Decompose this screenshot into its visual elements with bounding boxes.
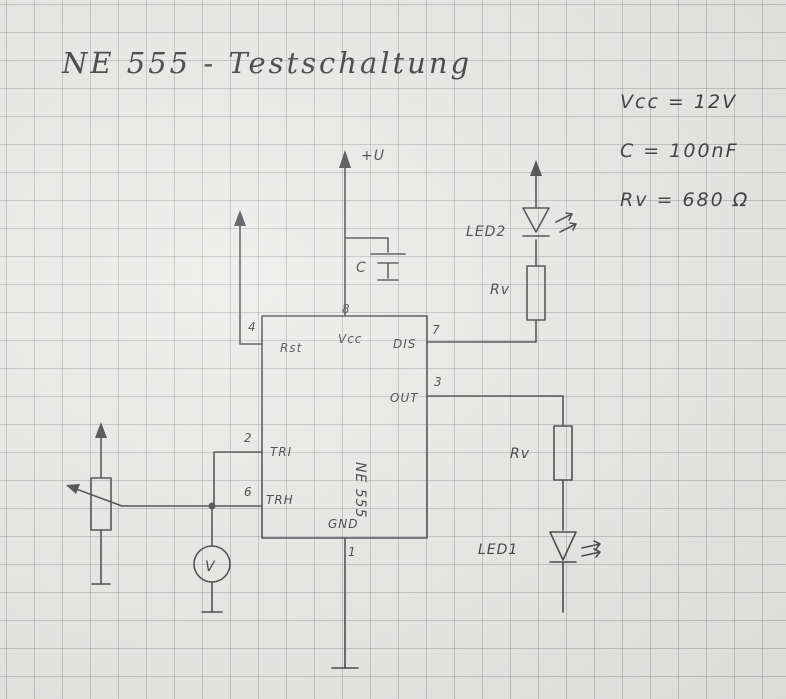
pin-label-discharge: DIS [393, 337, 416, 351]
pin-number-3: 3 [434, 375, 442, 389]
pin-number-8: 8 [342, 302, 350, 316]
led1-label: LED1 [478, 542, 518, 558]
pin-label-threshold: TRH [266, 493, 294, 507]
spec-capacitance: C = 100nF [620, 140, 739, 162]
resistor-rv-top-label: Rv [490, 282, 510, 298]
led2-label: LED2 [466, 224, 506, 240]
led2-triangle [522, 207, 550, 233]
spec-rv: Rv = 680 Ω [620, 189, 749, 211]
supply-label: +U [361, 148, 385, 164]
pin-number-2: 2 [244, 431, 252, 445]
reset-wire [239, 215, 263, 345]
pin-label-trigger: TRI [270, 445, 292, 459]
led2-light-arrows [555, 212, 577, 233]
capacitor-label: C [356, 260, 367, 276]
pin-number-6: 6 [244, 485, 252, 499]
output-wire [426, 395, 564, 427]
resistor-rv-bottom [553, 425, 573, 481]
resistor-rv-bottom-label: Rv [510, 446, 530, 462]
discharge-wire [426, 319, 537, 343]
pin-label-ground: GND [328, 517, 359, 531]
led1-triangle [549, 531, 577, 561]
potentiometer-supply-arrow [95, 422, 107, 438]
pin-number-4: 4 [248, 320, 256, 334]
ic-name: NE 555 [352, 462, 368, 519]
vcc-supply-arrow [339, 150, 351, 168]
pin-label-vcc: Vcc [338, 332, 362, 346]
pin-label-output: OUT [390, 391, 419, 405]
trigger-wire [213, 451, 263, 507]
potentiometer-wiper-arrow [66, 484, 80, 494]
capacitor-top-wire [344, 237, 389, 253]
resistor-rv-top [526, 265, 546, 321]
voltmeter-label: V [205, 559, 216, 575]
page-title: NE 555 - Testschaltung [61, 46, 472, 80]
pin-label-reset: Rst [280, 341, 303, 355]
pin-number-1: 1 [348, 545, 356, 559]
led2-supply-arrow [530, 160, 542, 176]
spec-vcc: Vcc = 12V [620, 91, 737, 113]
led1-light-arrows [581, 540, 601, 558]
reset-supply-arrow [234, 210, 246, 226]
potentiometer-body [90, 477, 112, 531]
pin-number-7: 7 [432, 323, 440, 337]
